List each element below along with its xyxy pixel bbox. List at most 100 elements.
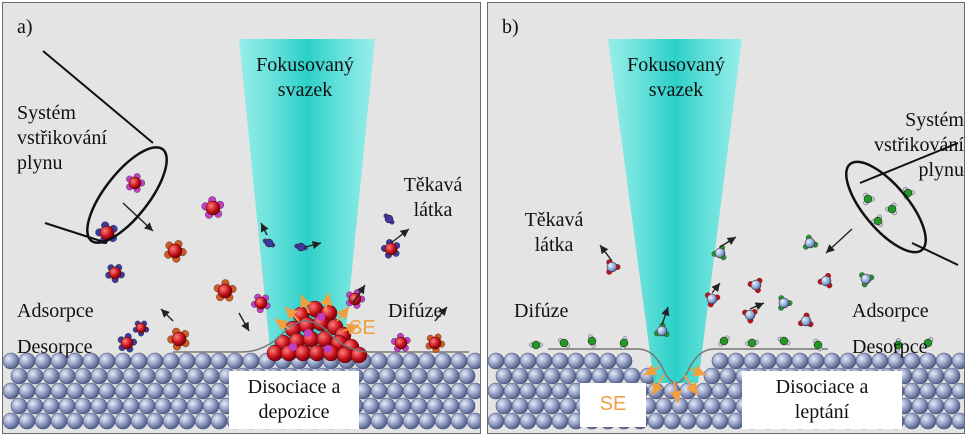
desorption-label-b: Desorpce [852, 336, 928, 358]
gas-injector-label-a: Systém vstřikování plynu [17, 101, 107, 176]
substrate-atom [591, 367, 609, 385]
substrate-atom [194, 412, 212, 430]
substrate-atom [927, 367, 945, 385]
precursor-molecule [813, 338, 823, 352]
substrate-atom [98, 412, 116, 430]
se-arrow [669, 380, 682, 404]
substrate-atom [671, 397, 689, 415]
substrate-atom [186, 397, 204, 415]
substrate-atom [378, 397, 396, 415]
injector-label-line-2: vstřikování [17, 127, 107, 149]
substrate-atom [450, 352, 468, 370]
substrate-atom [951, 382, 964, 400]
substrate-atom [519, 382, 537, 400]
precursor-molecule [391, 332, 411, 353]
volatile-label-line-1: Těkavá [524, 209, 584, 231]
substrate-atom [450, 412, 468, 430]
panel-a-deposition: a) Fokusovaný svazek Systém vstřikování … [2, 2, 481, 434]
substrate-atom [34, 412, 52, 430]
substrate-atom [66, 382, 84, 400]
deposit-atom [266, 344, 284, 362]
substrate-atom [458, 397, 476, 415]
substrate-atom [114, 352, 132, 370]
substrate-atom [551, 352, 569, 370]
precursor-molecule [294, 242, 308, 252]
center-atom [887, 204, 897, 214]
precursor-molecule [262, 238, 276, 248]
substrate-atom [551, 382, 569, 400]
movement-arrow [352, 284, 366, 304]
center-atom [120, 336, 134, 350]
precursor-molecule [863, 192, 875, 206]
substrate-atom [759, 352, 777, 370]
center-atom [135, 322, 147, 334]
substrate-atom [194, 352, 212, 370]
injector-label-line-1: Systém [905, 109, 964, 131]
substrate-atom [154, 367, 172, 385]
substrate-atom [66, 412, 84, 430]
substrate-atom [488, 382, 505, 400]
substrate-atom [807, 352, 825, 370]
se-arrow [643, 364, 661, 376]
injector-label-line-1: Systém [17, 102, 76, 124]
substrate-atom [719, 367, 737, 385]
substrate-atom [488, 412, 505, 430]
substrate-atom [98, 382, 116, 400]
precursor-molecule [711, 244, 727, 261]
substrate-atom [511, 367, 529, 385]
substrate-atom [106, 367, 124, 385]
substrate-atom [911, 397, 929, 415]
substrate-atom [503, 412, 521, 430]
substrate-atom [122, 367, 140, 385]
substrate-atom [162, 382, 180, 400]
substrate-atom [559, 367, 577, 385]
substrate-atom [903, 382, 921, 400]
precursor-molecule [425, 333, 446, 354]
substrate-atom [418, 382, 436, 400]
injector-label-line-3: plynu [918, 159, 964, 181]
center-atom [778, 297, 790, 309]
substrate-atom [623, 367, 641, 385]
panel-tag-a: a) [17, 16, 33, 38]
panel-b-etching: b) Fokusovaný svazek Systém vstřikování … [487, 2, 965, 434]
center-atom [264, 238, 274, 248]
center-atom [531, 340, 541, 350]
precursor-molecule [126, 173, 146, 193]
substrate-atom [226, 352, 244, 370]
se-arrow [683, 374, 699, 396]
substrate-atom [186, 367, 204, 385]
substrate-atom [791, 352, 809, 370]
movement-arrows-b [599, 228, 853, 326]
substrate-atom [535, 382, 553, 400]
substrate-atom [935, 412, 953, 430]
adsorption-label-b: Adsorpce [852, 300, 929, 322]
substrate-atom [663, 412, 681, 430]
se-arrow [300, 294, 312, 314]
precursor-molecule [251, 293, 271, 314]
center-atom [108, 266, 122, 280]
precursor-molecule [802, 234, 819, 250]
precursor-molecule [606, 259, 621, 275]
volatile-label-a: Těkavá látka [393, 173, 473, 223]
substrate-atom [410, 397, 428, 415]
precursor-molecule [105, 264, 125, 284]
substrate-atom [58, 397, 76, 415]
substrate-atom [935, 352, 953, 370]
substrate-atom [695, 412, 713, 430]
center-atom [714, 247, 726, 259]
center-atom [747, 338, 757, 348]
process-line-1: Disociace a [775, 376, 869, 398]
precursor-molecule [745, 338, 759, 348]
substrate-atom [386, 352, 404, 370]
movement-arrow [238, 312, 250, 332]
process-line-2: depozice [258, 401, 330, 423]
precursor-molecule [747, 277, 763, 294]
substrate-atom [378, 367, 396, 385]
substrate-atom [10, 397, 28, 415]
substrate-atom [503, 382, 521, 400]
substrate-atom [370, 412, 388, 430]
movement-arrow [390, 228, 410, 244]
se-label-a: SE [349, 317, 376, 339]
movement-arrow [160, 308, 174, 322]
center-atom [779, 336, 789, 346]
